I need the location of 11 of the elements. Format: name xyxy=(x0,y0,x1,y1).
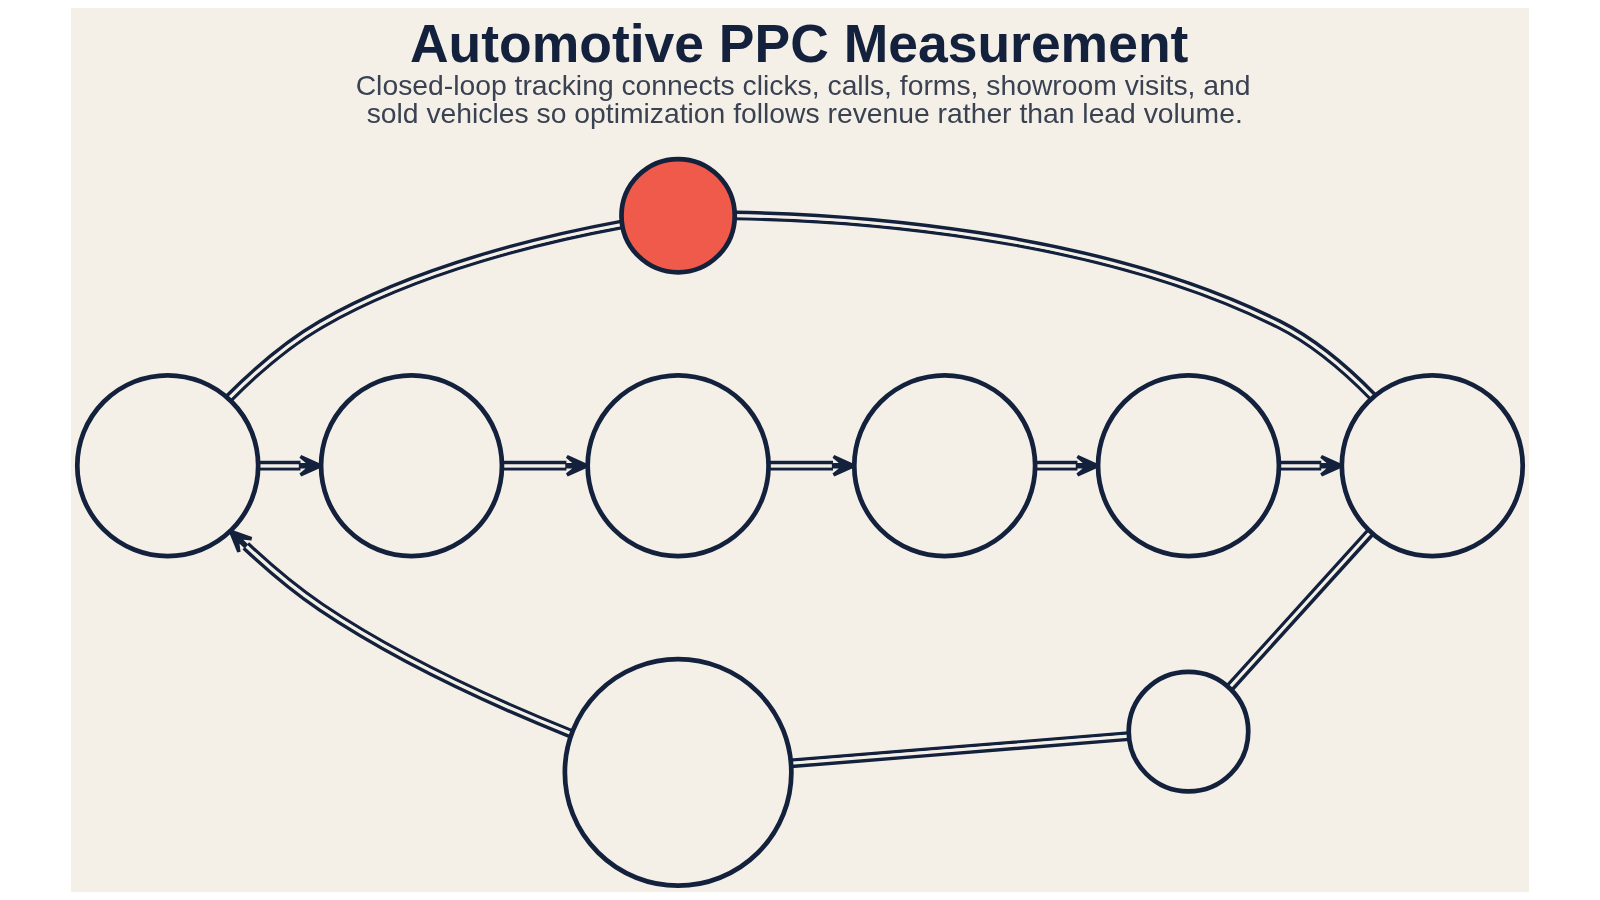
node-circle xyxy=(1126,669,1251,794)
connector xyxy=(225,219,623,402)
node-circle xyxy=(619,156,738,275)
node-circle xyxy=(562,656,794,889)
node-circle xyxy=(585,372,771,559)
node-circle xyxy=(1339,372,1526,559)
node-circle xyxy=(851,372,1038,559)
connector xyxy=(1226,528,1375,691)
node-circle xyxy=(1095,372,1282,559)
node-circle xyxy=(318,372,505,559)
node-circle xyxy=(74,372,261,559)
